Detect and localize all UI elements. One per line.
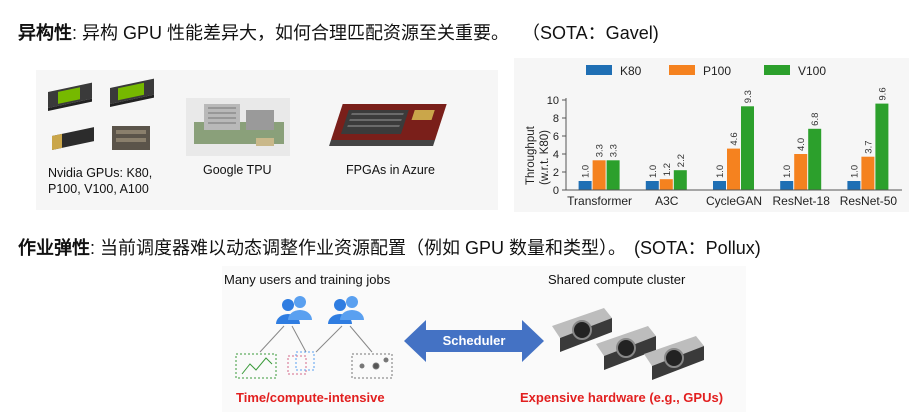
scheduler-diagram: Many users and training jobs Shared comp… (222, 266, 746, 412)
x-tick-label: ResNet-18 (773, 194, 831, 208)
x-tick-label: A3C (655, 194, 679, 208)
gpu-card-icon-3 (644, 336, 704, 380)
gpu-card-icon (552, 308, 612, 352)
bar-p100-resnet-18 (794, 154, 808, 190)
pollux-reference: (SOTA：Pollux) (634, 238, 761, 258)
y-tick-label: 10 (547, 95, 559, 107)
y-tick-label: 0 (553, 185, 559, 197)
heterogeneity-title: 异构性 (18, 23, 72, 43)
chart-legend: K80 P100 V100 (586, 64, 826, 78)
bar-k80-cyclegan (713, 181, 726, 190)
fpga-image (329, 104, 447, 146)
time-compute-caption: Time/compute-intensive (236, 390, 385, 405)
data-label: 9.3 (743, 90, 754, 103)
job-graph-icon (351, 353, 393, 379)
throughput-chart-panel: K80 P100 V100 Throughput (w.r.t. K80) 0 2 4 6… (514, 58, 909, 212)
x-tick-label: Transformer (567, 194, 632, 208)
data-label: 6.8 (810, 113, 821, 126)
bar-k80-resnet-50 (847, 181, 861, 190)
y-tick-label: 6 (553, 131, 559, 143)
google-tpu-image (186, 98, 290, 156)
y-axis-label: Throughput (525, 125, 537, 185)
users-title: Many users and training jobs (224, 272, 391, 287)
tpu-caption: Google TPU (203, 163, 272, 177)
data-label: 3.3 (595, 144, 606, 157)
bar-v100-transformer (606, 160, 620, 190)
x-axis: Transformer A3C CycleGAN ResNet-18 ResNet-50 (566, 189, 902, 208)
bar-k80-resnet-18 (780, 181, 794, 190)
legend-label-p100: P100 (703, 64, 731, 78)
y-axis: 0 2 4 6 8 10 (547, 95, 567, 197)
data-label: 1.2 (662, 163, 673, 176)
expensive-hardware-caption: Expensive hardware (e.g., GPUs) (520, 390, 724, 405)
bar-v100-resnet-50 (875, 103, 889, 190)
job-cube-icon (287, 351, 315, 375)
bar-k80-a3c (645, 181, 659, 190)
user-group-icon (276, 296, 312, 324)
gpu-cluster-image (552, 308, 704, 380)
legend-swatch-v100 (764, 65, 790, 75)
throughput-chart: K80 P100 V100 Throughput (w.r.t. K80) 0 2 4 6… (525, 64, 902, 208)
y-tick-label: 8 (553, 113, 559, 125)
data-label: 1.0 (849, 165, 860, 178)
gpu-card-icon-2 (596, 326, 656, 370)
data-label: 4.6 (729, 132, 740, 145)
legend-label-v100: V100 (798, 64, 826, 78)
y-tick-label: 4 (553, 149, 559, 161)
data-label: 1.0 (782, 165, 793, 178)
nvidia-caption: Nvidia GPUs: K80, P100, V100, A100 (48, 165, 152, 197)
data-label: 2.2 (676, 154, 687, 167)
x-tick-label: CycleGAN (706, 194, 762, 208)
hardware-panel: Nvidia GPUs: K80, P100, V100, A100 Googl… (36, 70, 498, 210)
bar-p100-a3c (659, 179, 673, 190)
data-label: 3.3 (609, 144, 620, 157)
y-tick-label: 2 (553, 167, 559, 179)
scheduler-label: Scheduler (442, 333, 506, 348)
heterogeneity-heading: 异构性: 异构 GPU 性能差异大，如何合理匹配资源至关重要。 （SOTA：Gav… (18, 19, 659, 45)
bar-v100-a3c (673, 170, 687, 190)
cluster-title: Shared compute cluster (548, 272, 686, 287)
elasticity-heading: 作业弹性: 当前调度器难以动态调整作业资源配置（例如 GPU 数量和类型）。 (S… (18, 234, 761, 260)
legend-swatch-p100 (669, 65, 695, 75)
job-chart-icon (235, 353, 277, 379)
data-label: 1.0 (581, 165, 592, 178)
data-label: 1.0 (648, 165, 659, 178)
bar-k80-transformer (578, 181, 592, 190)
bar-p100-resnet-50 (861, 156, 875, 190)
gavel-reference: （SOTA：Gavel) (531, 23, 659, 43)
bar-v100-resnet-18 (808, 128, 822, 190)
fpga-caption: FPGAs in Azure (346, 163, 435, 177)
legend-swatch-k80 (586, 65, 612, 75)
nvidia-caption-line2: P100, V100, A100 (48, 182, 149, 196)
data-label: 9.6 (877, 87, 888, 100)
data-label: 4.0 (796, 138, 807, 151)
bar-p100-transformer (592, 160, 606, 190)
users-jobs-illustration (235, 296, 393, 379)
legend-label-k80: K80 (620, 64, 642, 78)
user-group-icon-2 (328, 296, 364, 324)
bar-v100-cyclegan (741, 106, 754, 190)
bar-p100-cyclegan (727, 148, 740, 190)
scheduler-arrow (404, 320, 544, 362)
data-label: 1.0 (715, 165, 726, 178)
x-tick-label: ResNet-50 (840, 194, 898, 208)
y-axis-label-line2: (w.r.t. K80) (539, 130, 551, 185)
nvidia-gpus-image (48, 78, 154, 150)
nvidia-caption-line1: Nvidia GPUs: K80, (48, 166, 153, 180)
data-label: 3.7 (863, 140, 874, 153)
elasticity-title: 作业弹性 (18, 238, 90, 258)
heterogeneity-text: : 异构 GPU 性能差异大，如何合理匹配资源至关重要。 (72, 23, 510, 43)
elasticity-text: : 当前调度器难以动态调整作业资源配置（例如 GPU 数量和类型）。 (90, 238, 627, 258)
